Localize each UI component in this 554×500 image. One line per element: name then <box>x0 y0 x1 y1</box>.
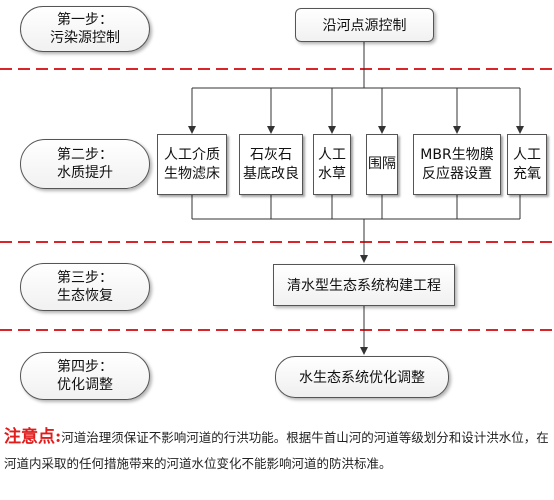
stage-3-node: 清水型生态系统构建工程 <box>273 264 455 306</box>
stage-2-title: 第二步： <box>57 147 113 163</box>
measure-box-1: 人工介质 生物滤床 <box>157 134 227 195</box>
stage-1-oval: 第一步： 污染源控制 <box>20 6 150 52</box>
stage-1-name: 污染源控制 <box>50 30 120 46</box>
measure-label-1: 人工介质 生物滤床 <box>164 146 220 182</box>
stage-3-title: 第三步： <box>57 270 113 286</box>
measure-label-6: 人工 充氧 <box>513 146 541 182</box>
measure-label-5: MBR生物膜 反应器设置 <box>420 146 494 182</box>
stage-4-name: 优化调整 <box>57 377 113 393</box>
measure-box-2: 石灰石 基底改良 <box>239 134 303 195</box>
top-node-point-source-control: 沿河点源控制 <box>295 8 434 42</box>
stage-4-oval: 第四步： 优化调整 <box>20 352 150 400</box>
measure-label-3: 人工 水草 <box>318 146 346 182</box>
stage-3-oval: 第三步： 生态恢复 <box>20 263 150 311</box>
stage-4-node: 水生态系统优化调整 <box>275 356 449 398</box>
note-label: 注意点: <box>4 427 62 447</box>
measure-box-6: 人工 充氧 <box>507 134 547 195</box>
stage-3-node-label: 清水型生态系统构建工程 <box>287 278 441 294</box>
stage-2-name: 水质提升 <box>57 165 113 181</box>
measure-box-5: MBR生物膜 反应器设置 <box>413 134 501 195</box>
stage-4-node-label: 水生态系统优化调整 <box>299 370 425 386</box>
measure-label-2: 石灰石 基底改良 <box>243 146 299 182</box>
note-text: 河道治理须保证不影响河道的行洪功能。根据牛首山河的河道等级划分和设计洪水位，在河… <box>4 430 549 471</box>
connector-lines <box>0 42 554 355</box>
stage-4-title: 第四步： <box>57 359 113 375</box>
measure-box-3: 人工 水草 <box>313 134 351 195</box>
note-paragraph: 注意点:河道治理须保证不影响河道的行洪功能。根据牛首山河的河道等级划分和设计洪水… <box>4 424 552 477</box>
measure-label-4: 围隔 <box>368 156 396 172</box>
measure-box-4: 围隔 <box>366 134 398 195</box>
stage-2-oval: 第二步： 水质提升 <box>20 139 150 189</box>
stage-1-title: 第一步： <box>57 12 113 28</box>
stage-3-name: 生态恢复 <box>57 288 113 304</box>
top-node-label: 沿河点源控制 <box>322 18 407 34</box>
